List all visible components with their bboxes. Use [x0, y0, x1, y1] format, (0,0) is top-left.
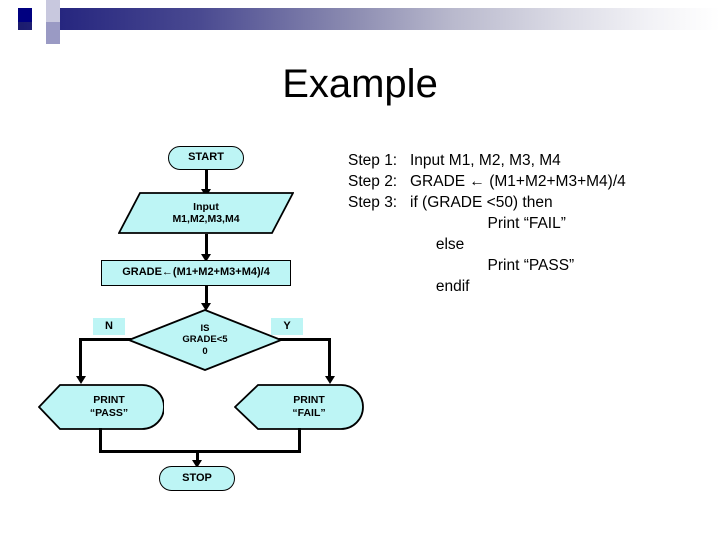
connector-pass-to-merge [99, 428, 102, 452]
arrowhead-process-to-decision [201, 303, 211, 311]
arrowhead-input-to-process [201, 254, 211, 262]
decor-square-5 [32, 22, 46, 32]
pseudocode-text-4: Print “FAIL” [410, 215, 566, 232]
decor-square-6 [46, 22, 60, 32]
flow-node-print-fail-label: PRINT “FAIL” [292, 394, 326, 419]
flow-node-start: START [168, 146, 244, 170]
connector-merge-to-stop [196, 450, 199, 464]
branch-label-yes: Y [271, 318, 303, 335]
connector-start-to-input [205, 170, 208, 192]
pseudocode-line-2: Step 2: GRADE ← (M1+M2+M3+M4)/4 [348, 171, 720, 192]
arrowhead-merge-to-stop [192, 460, 202, 468]
pseudocode-line-7: endif [348, 276, 720, 297]
connector-decision-to-pass-horizontal [79, 338, 131, 341]
flow-node-print-fail: PRINT “FAIL” [234, 384, 364, 430]
connector-decision-to-pass-vertical [79, 338, 82, 380]
decor-square-0 [18, 8, 32, 22]
pseudocode-step-label-3: Step 3: [348, 194, 398, 211]
pseudocode-text-7: endif [410, 278, 470, 295]
branch-label-no: N [93, 318, 125, 335]
diamond-shape [128, 309, 282, 371]
decor-square-1 [32, 8, 46, 22]
arrowhead-decision-to-fail [325, 376, 335, 384]
connector-input-to-process [205, 234, 208, 258]
decor-square-3 [46, 8, 60, 22]
pseudocode-text-2: GRADE ← (M1+M2+M3+M4)/4 [410, 173, 626, 190]
connector-decision-to-fail-vertical [328, 338, 331, 380]
pseudocode-block: Step 1: Input M1, M2, M3, M4 Step 2: GRADE … [348, 150, 720, 297]
pseudocode-line-5: else [348, 234, 720, 255]
pseudocode-text-3: if (GRADE <50) then [410, 194, 553, 211]
flow-node-start-label: START [188, 151, 224, 164]
decor-square-7 [32, 32, 46, 44]
connector-process-to-decision [205, 286, 208, 308]
decor-square-4 [60, 0, 70, 8]
connector-fail-to-merge [298, 428, 301, 452]
pseudocode-line-6: Print “PASS” [348, 255, 720, 276]
flow-node-process-label: GRADE←(M1+M2+M3+M4)/4 [122, 266, 270, 279]
decor-square-8 [46, 32, 60, 44]
pseudocode-line-3: Step 3: if (GRADE <50) then [348, 192, 720, 213]
parallelogram-shape [118, 192, 294, 234]
flowchart-diagram: START Input M1,M2,M3,M4 GRADE←(M1+M2+M3+… [38, 146, 364, 491]
gradient-bar [18, 8, 720, 30]
pseudocode-step-label-1: Step 1: [348, 152, 398, 169]
pseudocode-line-4: Print “FAIL” [348, 213, 720, 234]
flow-node-print-pass-label: PRINT “PASS” [89, 394, 129, 419]
flow-node-stop: STOP [159, 466, 235, 491]
flow-node-input: Input M1,M2,M3,M4 [118, 192, 294, 234]
pseudocode-step-label-2: Step 2: [348, 173, 398, 190]
pseudocode-text-1: Input M1, M2, M3, M4 [410, 152, 561, 169]
flow-node-input-label: Input M1,M2,M3,M4 [172, 200, 240, 225]
arrowhead-decision-to-pass [76, 376, 86, 384]
display-shape-fail [234, 384, 364, 430]
flow-node-decision-label: IS GRADE<5 0 [182, 322, 228, 357]
pseudocode-text-6: Print “PASS” [410, 257, 575, 274]
pseudocode-text-5: else [410, 236, 465, 253]
page-title: Example [282, 62, 438, 106]
decor-square-2 [46, 0, 60, 8]
flow-node-process: GRADE←(M1+M2+M3+M4)/4 [101, 260, 291, 286]
display-shape-pass [38, 384, 164, 430]
slide-header-decoration [0, 0, 720, 46]
flow-node-print-pass: PRINT “PASS” [38, 384, 164, 430]
connector-decision-to-fail-horizontal [279, 338, 331, 341]
pseudocode-line-1: Step 1: Input M1, M2, M3, M4 [348, 150, 720, 171]
connector-merge-horizontal [99, 450, 301, 453]
decor-square-9 [0, 0, 18, 44]
flow-node-stop-label: STOP [182, 471, 212, 484]
flow-node-decision: IS GRADE<5 0 [128, 309, 282, 371]
